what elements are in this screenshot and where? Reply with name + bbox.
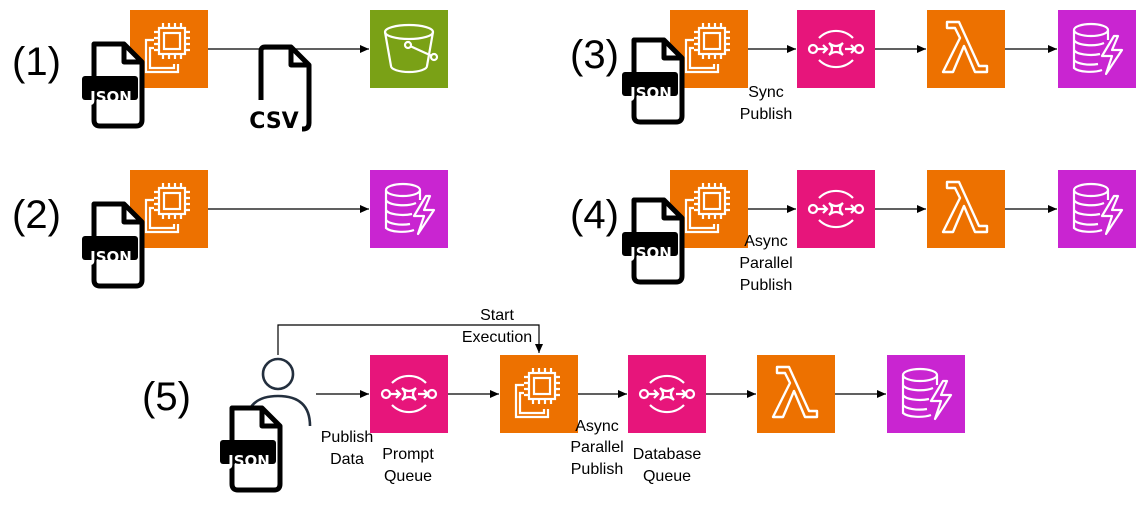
csv-file-icon: CSV (244, 47, 309, 134)
svg-text:JSON: JSON (629, 244, 672, 262)
json-file-icon: JSON (622, 200, 682, 282)
lambda-icon (927, 10, 1005, 88)
arrow-user-to-ec2-start (277, 324, 543, 355)
lambda-icon (757, 355, 835, 433)
svg-text:CSV: CSV (249, 109, 298, 134)
dynamodb-icon (1058, 170, 1136, 248)
dynamodb-icon (887, 355, 965, 433)
svg-text:JSON: JSON (227, 452, 270, 470)
database-queue-label-line-2: Queue (643, 468, 691, 485)
scenario-4-number: (4) (570, 193, 619, 237)
edge-label-line-3: Publish (740, 277, 792, 294)
async-label-line-3: Publish (571, 461, 623, 478)
json-file-icon: JSON (82, 44, 142, 126)
svg-text:JSON: JSON (89, 248, 132, 266)
prompt-queue-label-line-1: Prompt (382, 446, 434, 463)
start-label-line-2: Execution (462, 329, 532, 346)
edge-label-line-1: Async (744, 233, 788, 250)
lambda-icon (927, 170, 1005, 248)
scenario-4: (4) JSON Async Parallel Publish (570, 170, 1136, 294)
scenario-3: (3) JSON Sync Publish (570, 10, 1136, 123)
json-file-icon: JSON (220, 408, 280, 490)
scenario-2: (2) JSON (12, 170, 448, 286)
sqs-queue-icon (797, 10, 875, 88)
json-file-icon: JSON (622, 40, 682, 122)
json-file-icon: JSON (82, 204, 142, 286)
dynamodb-icon (370, 170, 448, 248)
scenario-1-number: (1) (12, 40, 61, 84)
database-queue-icon (628, 355, 706, 433)
async-label-line-2: Parallel (570, 439, 623, 456)
svg-text:JSON: JSON (89, 88, 132, 106)
publish-label-line-1: Publish (321, 429, 373, 446)
edge-label-line-1: Sync (748, 84, 784, 101)
prompt-queue-label-line-2: Queue (384, 468, 432, 485)
prompt-queue-icon (370, 355, 448, 433)
database-queue-label-line-1: Database (633, 446, 702, 463)
start-label-line-1: Start (480, 307, 514, 324)
edge-label-line-2: Parallel (739, 255, 792, 272)
publish-label-line-2: Data (330, 451, 364, 468)
scenario-1: (1) JSON CSV (12, 10, 448, 134)
scenario-5-number: (5) (142, 375, 191, 419)
scenario-2-number: (2) (12, 193, 61, 237)
sqs-queue-icon (797, 170, 875, 248)
scenario-5: (5) Start Execution JSON Publish Data Pr… (142, 307, 965, 490)
async-label-line-1: Async (575, 418, 619, 435)
ec2-icon (500, 355, 578, 433)
svg-text:JSON: JSON (629, 84, 672, 102)
edge-label-line-2: Publish (740, 106, 792, 123)
dynamodb-icon (1058, 10, 1136, 88)
s3-bucket-icon (370, 10, 448, 88)
scenario-3-number: (3) (570, 33, 619, 77)
